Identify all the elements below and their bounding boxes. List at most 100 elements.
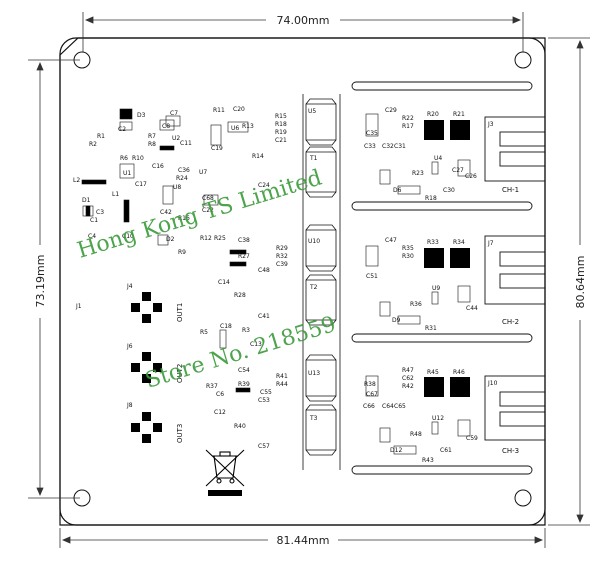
label-j6: J6 <box>126 343 133 350</box>
connector-j4 <box>131 292 162 323</box>
part-label: R29 <box>276 245 288 252</box>
part-label: C3 <box>96 209 104 216</box>
label-r33: R33 <box>427 239 439 246</box>
part-label: R47 <box>402 367 414 374</box>
label-out1: OUT1 <box>176 303 184 322</box>
part-label: C57 <box>258 443 270 450</box>
dimension-right <box>548 37 590 526</box>
big-resistors <box>424 120 470 397</box>
part-label: R35 <box>402 245 414 252</box>
label-r21: R21 <box>453 111 465 118</box>
part-label: R48 <box>410 431 422 438</box>
label-t3: T3 <box>309 415 318 422</box>
part-label: C16 <box>152 163 164 170</box>
part-label: R3 <box>242 327 250 334</box>
label-j3: J3 <box>487 121 494 128</box>
part-label: D1 <box>82 197 91 204</box>
part-label: C65 <box>394 403 406 410</box>
label-ch3: CH-3 <box>502 447 519 455</box>
mount-hole-br <box>514 489 532 507</box>
part-label: C61 <box>440 447 452 454</box>
part-label: C27 <box>452 167 464 174</box>
part-label: C44 <box>466 305 478 312</box>
part-label: C66 <box>363 403 375 410</box>
part-label: C51 <box>366 273 378 280</box>
part-label: C41 <box>258 313 270 320</box>
label-ch2: CH-2 <box>502 318 519 326</box>
label-t1: T1 <box>309 155 318 162</box>
part-label: R40 <box>234 423 246 430</box>
dimension-top-label: 74.00mm <box>277 14 330 27</box>
part-label: U12 <box>432 415 444 422</box>
part-label: R17 <box>402 123 414 130</box>
part-label: D2 <box>166 236 175 243</box>
part-label: C67 <box>366 391 378 398</box>
part-label: R14 <box>252 153 264 160</box>
part-label: C17 <box>135 181 147 188</box>
label-u10: U10 <box>308 238 320 245</box>
part-label: C59 <box>466 435 478 442</box>
part-label: R8 <box>148 141 156 148</box>
label-j7: J7 <box>487 240 494 247</box>
part-label: C64 <box>382 403 394 410</box>
part-label: C36 <box>178 167 190 174</box>
dimension-top <box>82 12 524 52</box>
part-label: R37 <box>206 383 218 390</box>
part-label: R13 <box>242 123 254 130</box>
part-label: L2 <box>73 177 80 184</box>
part-label: C39 <box>276 261 288 268</box>
part-label: R38 <box>364 381 376 388</box>
part-label: C1 <box>90 217 98 224</box>
part-label: C26 <box>465 173 477 180</box>
part-label: U1 <box>123 170 131 177</box>
weee-bin-icon <box>205 449 245 487</box>
part-label: R19 <box>275 129 287 136</box>
part-label: R6 <box>120 155 128 162</box>
dimension-bottom-label: 81.44mm <box>277 534 330 547</box>
part-label: C12 <box>214 409 226 416</box>
part-label: R11 <box>213 107 225 114</box>
part-label: C11 <box>180 140 192 147</box>
part-labels: D3 C7 C2 C8 R1 R2 R7 R8 U2 C11 C16 U1 C1… <box>73 106 478 464</box>
part-label: C35 <box>366 130 378 137</box>
part-label: R18 <box>275 121 287 128</box>
part-label: L1 <box>112 191 119 198</box>
part-label: C32 <box>382 143 394 150</box>
label-r20: R20 <box>427 111 439 118</box>
part-label: C20 <box>233 106 245 113</box>
part-label: R24 <box>176 175 188 182</box>
part-label: U6 <box>231 125 239 132</box>
part-label: R22 <box>402 115 414 122</box>
part-label: C33 <box>364 143 376 150</box>
dimension-right-label: 80.64mm <box>574 256 587 309</box>
part-label: R30 <box>402 253 414 260</box>
part-label: C30 <box>443 187 455 194</box>
part-label: R1 <box>97 133 105 140</box>
part-label: U2 <box>172 135 180 142</box>
part-label: C38 <box>238 237 250 244</box>
part-label: R41 <box>276 373 288 380</box>
small-components <box>81 108 471 455</box>
part-label: R18 <box>425 195 437 202</box>
part-label: C4 <box>88 233 96 240</box>
label-r45: R45 <box>427 369 439 376</box>
part-label: D9 <box>392 317 401 324</box>
part-label: D3 <box>137 112 146 119</box>
part-label: R5 <box>200 329 208 336</box>
part-label: C24 <box>258 182 270 189</box>
part-label: C22 <box>202 207 214 214</box>
part-label: D12 <box>390 447 402 454</box>
part-label: C54 <box>238 367 250 374</box>
part-label: U9 <box>432 285 440 292</box>
part-label: R12 <box>200 235 212 242</box>
part-label: R27 <box>238 253 250 260</box>
connector-j3 <box>484 116 546 182</box>
part-label: R42 <box>402 383 414 390</box>
label-ch1: CH-1 <box>502 186 519 194</box>
part-label: C47 <box>385 237 397 244</box>
label-r34: R34 <box>453 239 465 246</box>
part-label: R2 <box>89 141 97 148</box>
part-label: U7 <box>199 169 207 176</box>
part-label: C19 <box>211 145 223 152</box>
